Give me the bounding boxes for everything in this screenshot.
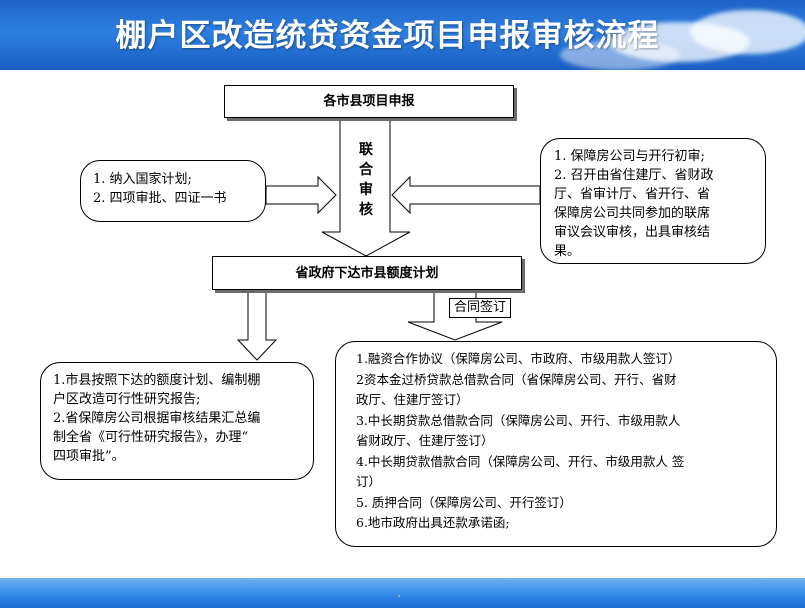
left-box-line: 2. 四项审批、四证一书 bbox=[93, 191, 227, 206]
bottom-left-line: 四项审批”。 bbox=[53, 449, 125, 464]
bottom-right-line: 3.中长期贷款总借款合同（保障房公司、开行、市级用款人 bbox=[356, 412, 681, 428]
right-box: 1. 保障房公司与开行初审; 2. 召开由省住建厅、省财政 厅、省审计厅、省开行… bbox=[540, 138, 766, 264]
right-input-arrow bbox=[391, 175, 541, 215]
top-box-label: 各市县项目申报 bbox=[323, 94, 415, 109]
review-arrow bbox=[321, 117, 411, 257]
joint-review-char: 核 bbox=[359, 202, 373, 218]
footer-bar bbox=[0, 578, 805, 608]
header-banner: 棚户区改造统贷资金项目申报审核流程 bbox=[0, 0, 805, 70]
down-arrow-left bbox=[236, 289, 278, 361]
top-box: 各市县项目申报 bbox=[224, 85, 514, 118]
left-box: 1. 纳入国家计划; 2. 四项审批、四证一书 bbox=[80, 160, 266, 222]
right-box-line: 审议会议审核，出具审核结 bbox=[554, 225, 711, 240]
bottom-right-line: 订） bbox=[356, 474, 382, 489]
decorative-dot bbox=[398, 595, 400, 597]
bottom-right-line: 政厅、住建厅签订） bbox=[356, 392, 469, 407]
bottom-right-line: 1.融资合作协议（保障房公司、市政府、市级用款人签订） bbox=[356, 351, 681, 366]
bottom-right-line: 6.地市政府出具还款承诺函; bbox=[356, 515, 510, 530]
bottom-right-line: 4.中长期贷款借款合同（保障房公司、开行、市级用款人 签 bbox=[356, 453, 685, 469]
bottom-left-line: 制全省《可行性研究报告》，办理“ bbox=[53, 430, 249, 445]
bottom-left-line: 2.省保障房公司根据审核结果汇总编 bbox=[53, 411, 261, 426]
left-input-arrow bbox=[265, 175, 337, 215]
bottom-right-line: 省财政厅、住建厅签订） bbox=[356, 433, 494, 448]
right-box-line: 厅、省审计厅、省开行、省 bbox=[554, 187, 711, 202]
right-box-line: 1. 保障房公司与开行初审; bbox=[554, 149, 705, 164]
right-box-line: 保障房公司共同参加的联席 bbox=[554, 206, 711, 221]
right-box-line: 果。 bbox=[554, 244, 581, 259]
bottom-left-line: 户区改造可行性研究报告; bbox=[53, 392, 201, 407]
bottom-right-line: 5. 质押合同（保障房公司、开行签订） bbox=[356, 494, 572, 510]
joint-review-text: 联 合 审 核 bbox=[356, 140, 376, 220]
bottom-left-line: 1.市县按照下达的额度计划、编制棚 bbox=[53, 373, 261, 388]
bottom-right-box: 1.融资合作协议（保障房公司、市政府、市级用款人签订） 2资本金过桥贷款总借款合… bbox=[335, 341, 777, 547]
bottom-left-box: 1.市县按照下达的额度计划、编制棚 户区改造可行性研究报告; 2.省保障房公司根… bbox=[40, 362, 314, 480]
left-box-line: 1. 纳入国家计划; bbox=[93, 172, 192, 187]
joint-review-char: 联 bbox=[359, 142, 373, 158]
middle-box-label: 省政府下达市县额度计划 bbox=[295, 265, 439, 281]
page-title: 棚户区改造统贷资金项目申报审核流程 bbox=[115, 18, 660, 54]
middle-box: 省政府下达市县额度计划 bbox=[212, 256, 522, 290]
right-box-line: 2. 召开由省住建厅、省财政 bbox=[554, 168, 714, 183]
joint-review-char: 审 bbox=[359, 182, 373, 198]
bottom-right-line: 2资本金过桥贷款总借款合同（省保障房公司、开行、省财 bbox=[356, 371, 677, 387]
contract-label: 合同签订 bbox=[449, 298, 512, 318]
joint-review-char: 合 bbox=[359, 162, 373, 178]
